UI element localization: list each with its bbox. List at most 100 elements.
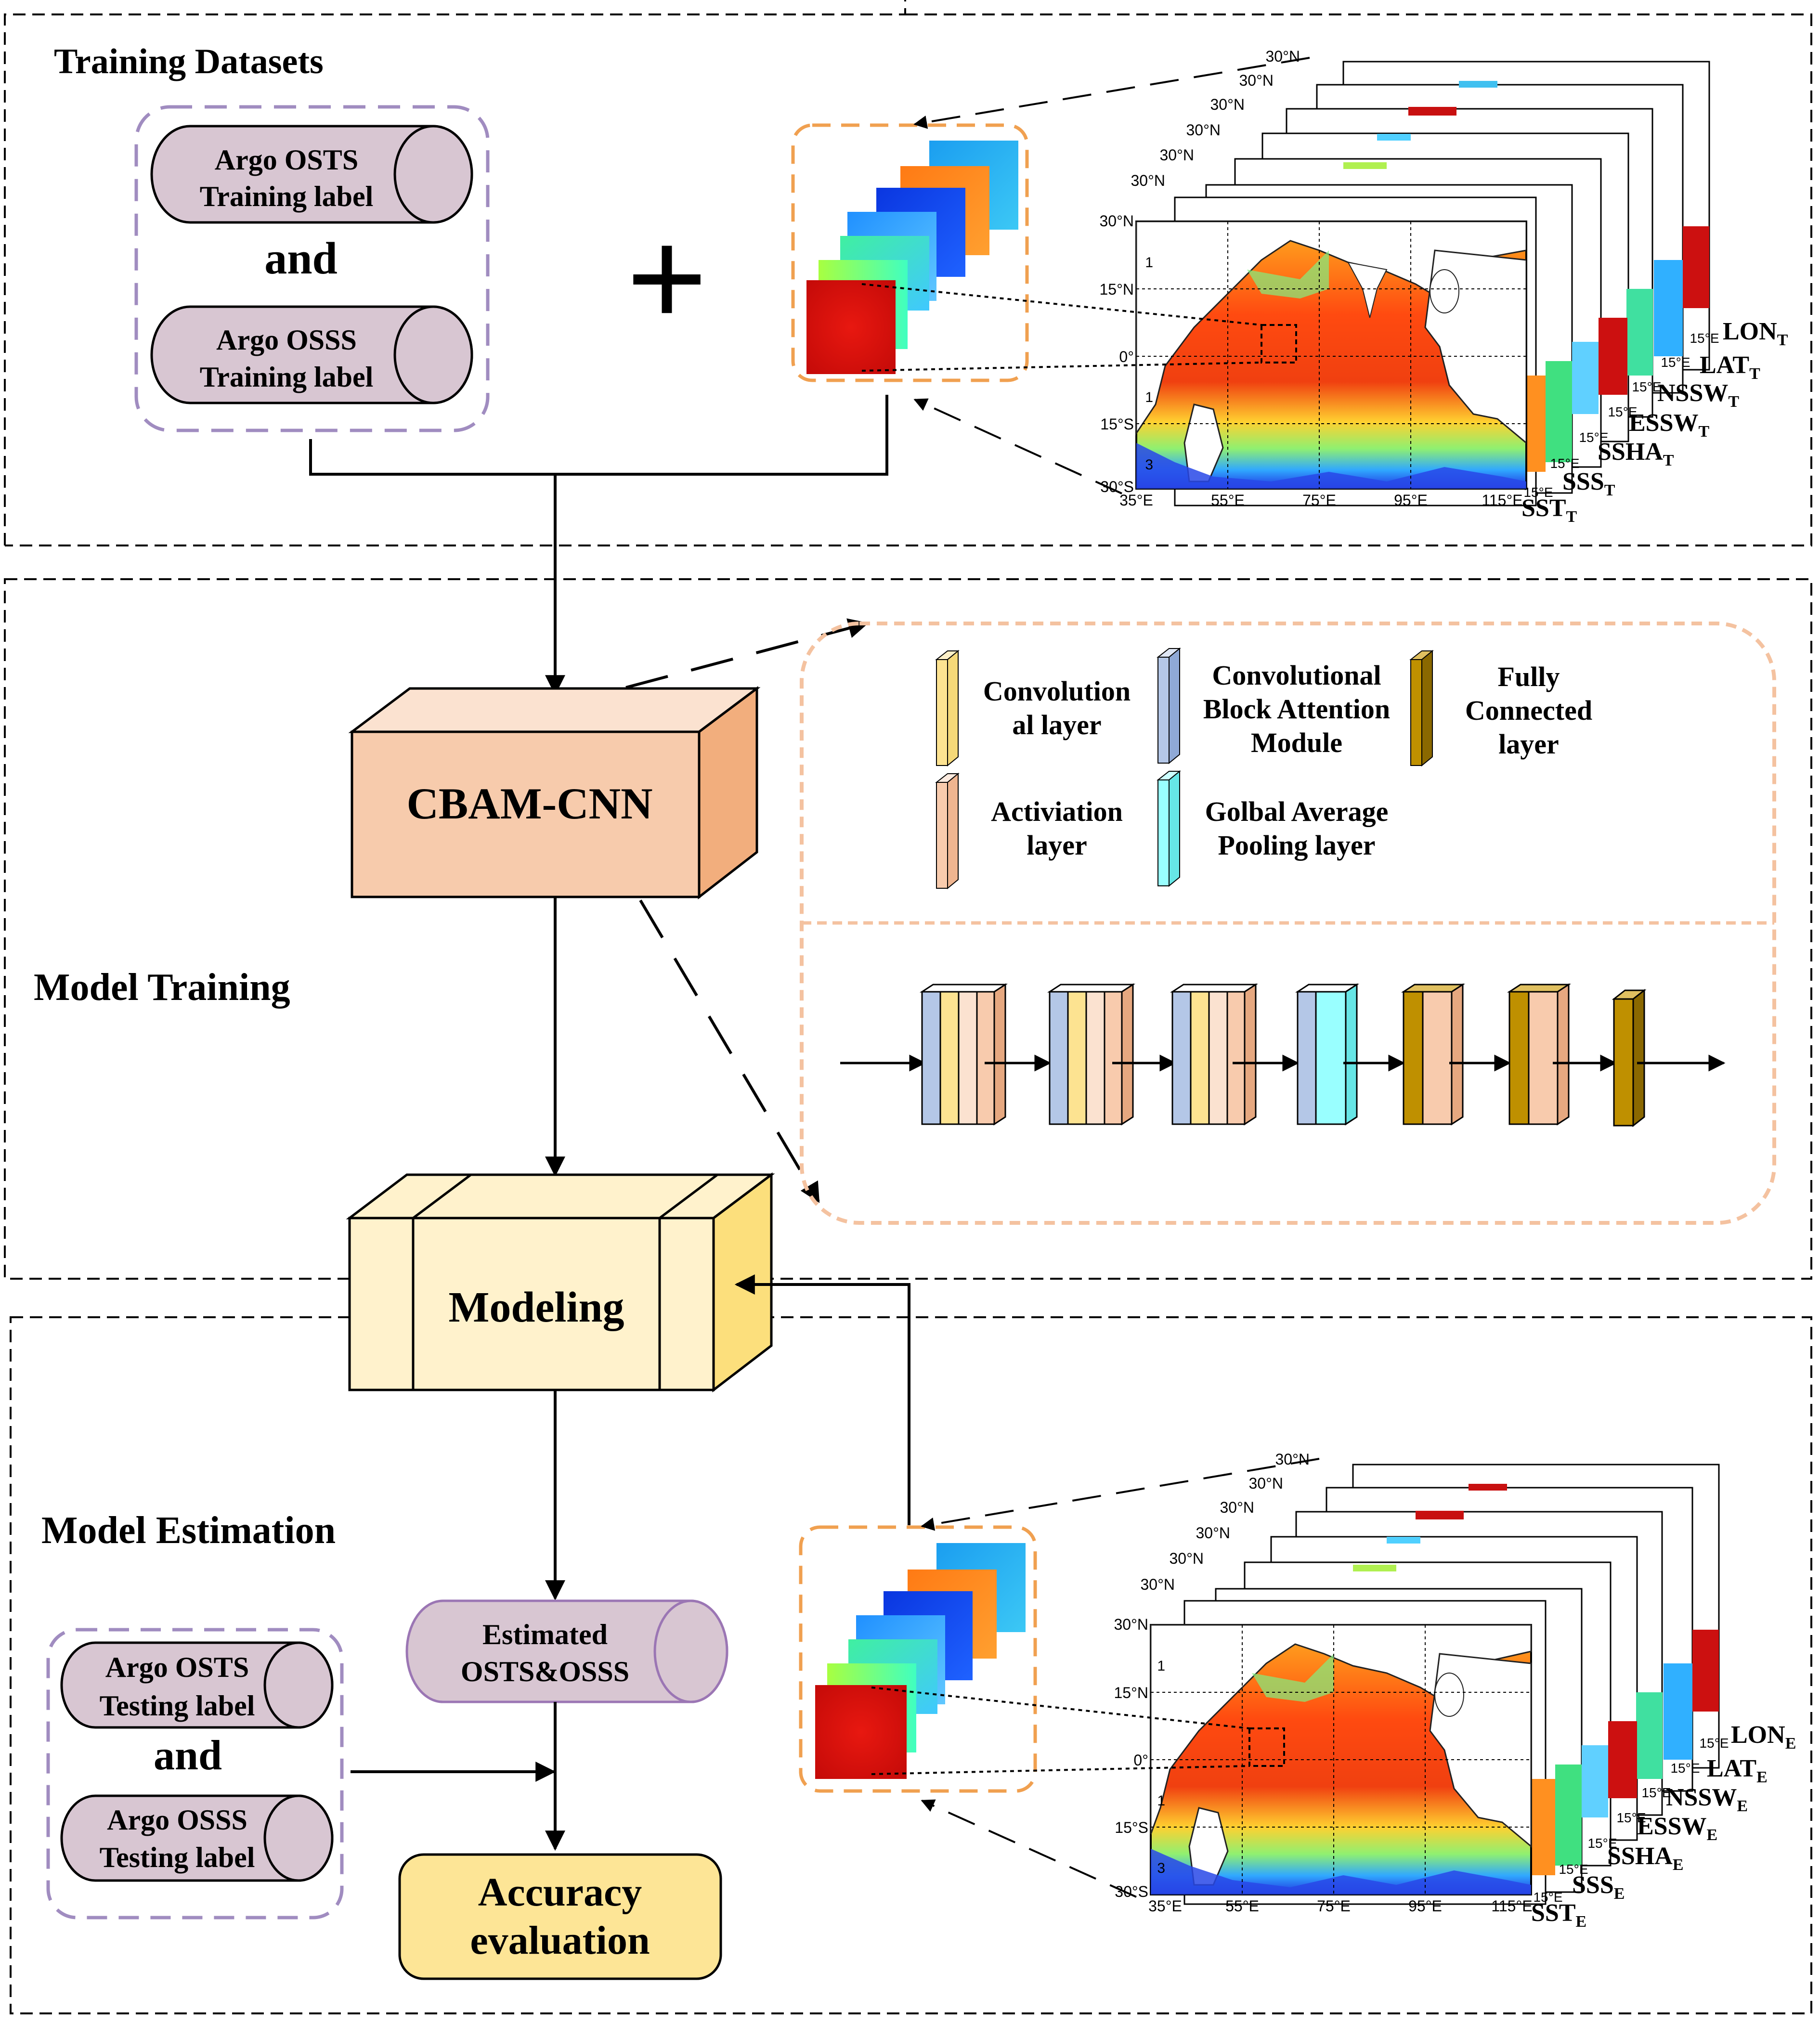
- cylinder-label-line1: Argo OSTS: [105, 1651, 249, 1683]
- estimation-map-stack: [1150, 1464, 1720, 1905]
- cylinder-label-line2: Training label: [200, 181, 374, 212]
- svg-text:30°N: 30°N: [1114, 1616, 1149, 1633]
- svg-text:1: 1: [1157, 1658, 1165, 1674]
- svg-text:95°E: 95°E: [1394, 492, 1428, 509]
- section-title-model-estimation: Model Estimation: [41, 1509, 336, 1552]
- section-model-training-frame: [4, 578, 1812, 1280]
- svg-text:75°E: 75°E: [1302, 492, 1336, 509]
- section-title-training-datasets: Training Datasets: [54, 42, 324, 81]
- svg-text:15°E: 15°E: [1579, 430, 1608, 445]
- section-title-model-training: Model Training: [34, 966, 290, 1009]
- svg-text:35°E: 35°E: [1119, 492, 1153, 509]
- svg-text:15°E: 15°E: [1699, 1736, 1729, 1751]
- legend-cbam-block: [1157, 647, 1181, 765]
- svg-text:30°N: 30°N: [1210, 96, 1245, 113]
- pipeline-block-7-output: [1612, 988, 1647, 1128]
- estimation-variable-labels: LONE LATE NSSWE ESSWE SSHAE SSSE SSTE: [1531, 1721, 1796, 1931]
- label-sst-t: SSTT: [1521, 494, 1577, 526]
- argo-osts-testing-label-cylinder: Argo OSTS Testing label: [60, 1641, 334, 1729]
- legend-cbam-line3: Module: [1251, 727, 1342, 758]
- svg-text:115°E: 115°E: [1491, 1897, 1532, 1915]
- cbam-to-panel-arrows: [625, 618, 869, 1203]
- svg-text:3: 3: [1157, 1860, 1165, 1876]
- estimated-line1: Estimated: [482, 1619, 608, 1650]
- svg-text:15°E: 15°E: [1550, 456, 1579, 471]
- svg-text:55°E: 55°E: [1225, 1897, 1259, 1915]
- svg-text:15°E: 15°E: [1587, 1836, 1617, 1851]
- svg-text:30°N: 30°N: [1249, 1475, 1284, 1492]
- svg-text:1: 1: [1145, 255, 1153, 271]
- section-model-estimation-frame: [10, 1316, 1812, 2014]
- svg-text:30°S: 30°S: [1115, 1883, 1148, 1900]
- legend-cbam-line1: Convolutional: [1212, 660, 1381, 691]
- svg-text:0°: 0°: [1119, 348, 1134, 365]
- svg-text:15°E: 15°E: [1523, 485, 1553, 500]
- plus-sign: +: [626, 199, 708, 359]
- and-text: and: [154, 1732, 222, 1779]
- pipeline-block-2: [1047, 983, 1136, 1126]
- label-ssha-t: SSHAT: [1598, 438, 1674, 469]
- legend-fc-line1: Fully: [1498, 661, 1560, 692]
- legend-fc-line2: Connected: [1465, 695, 1592, 726]
- svg-text:95°E: 95°E: [1408, 1897, 1442, 1915]
- svg-text:15°E: 15°E: [1616, 1810, 1646, 1825]
- svg-text:15°E: 15°E: [1608, 404, 1637, 419]
- svg-text:15°E: 15°E: [1641, 1785, 1671, 1800]
- label-sss-t: SSST: [1562, 468, 1615, 499]
- label-lon-t: LONT: [1723, 318, 1788, 349]
- cylinder-label-line2: Testing label: [100, 1842, 255, 1873]
- svg-text:30°N: 30°N: [1160, 146, 1195, 164]
- label-nssw-t: NSSWT: [1657, 379, 1739, 411]
- legend-conv-line1: Convolution: [983, 675, 1131, 707]
- svg-text:15°E: 15°E: [1559, 1862, 1588, 1877]
- pipeline-block-3: [1170, 983, 1259, 1126]
- legend-fully-connected-block: [1409, 649, 1434, 767]
- accuracy-evaluation-box: Accuracy evaluation: [398, 1853, 722, 1980]
- pipeline-block-1: [919, 983, 1008, 1126]
- svg-text:30°N: 30°N: [1220, 1499, 1255, 1516]
- and-text: and: [264, 234, 338, 284]
- legend-fc-line3: layer: [1498, 728, 1559, 760]
- svg-text:30°N: 30°N: [1239, 72, 1274, 89]
- svg-text:30°N: 30°N: [1131, 172, 1166, 189]
- svg-text:0°: 0°: [1133, 1752, 1148, 1769]
- argo-osss-training-label-cylinder: Argo OSSS Training label: [150, 305, 473, 404]
- legend-activation-line2: layer: [1027, 830, 1087, 861]
- estimation-tile-map-connectors: [871, 1458, 1320, 1898]
- svg-text:15°E: 15°E: [1661, 355, 1690, 370]
- estimation-map-axis-labels: 30°N 30°N 30°N 30°N 30°N 30°N 30°N 1 15°…: [1114, 1451, 1729, 1915]
- training-flow-arrows: [309, 395, 888, 696]
- training-labels-group-frame: [134, 105, 490, 432]
- svg-text:75°E: 75°E: [1317, 1897, 1351, 1915]
- svg-text:15°E: 15°E: [1690, 331, 1719, 346]
- label-lat-e: LATE: [1707, 1755, 1768, 1786]
- legend-gap-line2: Pooling layer: [1218, 830, 1375, 861]
- pipeline-block-5-fc: [1401, 983, 1466, 1126]
- cbam-architecture-panel: [800, 622, 1776, 1225]
- training-map-axis-labels: 30°N 30°N 30°N 30°N 30°N 30°N 30°N 1 15°…: [1100, 48, 1719, 509]
- label-lon-e: LONE: [1731, 1721, 1796, 1752]
- svg-text:1: 1: [1157, 1793, 1165, 1809]
- label-lat-t: LATT: [1700, 351, 1760, 383]
- svg-text:30°N: 30°N: [1186, 121, 1221, 139]
- legend-activation-line1: Activiation: [991, 796, 1123, 827]
- svg-text:15°E: 15°E: [1670, 1761, 1700, 1776]
- svg-text:15°S: 15°S: [1115, 1819, 1148, 1836]
- argo-osss-testing-label-cylinder: Argo OSSS Testing label: [60, 1794, 334, 1882]
- network-pipeline: [840, 983, 1726, 1128]
- estimated-osts-osss-cylinder: Estimated OSTS&OSSS: [405, 1599, 728, 1703]
- legend-conv-line2: al layer: [1012, 709, 1101, 740]
- modeling-label: Modeling: [448, 1284, 624, 1331]
- testing-labels-group-frame: [46, 1628, 344, 1920]
- label-essw-t: ESSWT: [1629, 409, 1710, 441]
- svg-text:30°N: 30°N: [1275, 1451, 1310, 1468]
- svg-text:30°N: 30°N: [1100, 212, 1134, 230]
- training-variable-labels: LONT LATT NSSWT ESSWT SSHAT SSST SSTT: [1521, 318, 1788, 526]
- svg-text:1: 1: [1145, 389, 1153, 405]
- training-map-stack: [1135, 61, 1710, 506]
- svg-text:15°E: 15°E: [1533, 1890, 1562, 1905]
- svg-text:30°N: 30°N: [1141, 1576, 1175, 1593]
- svg-text:30°N: 30°N: [1196, 1524, 1231, 1542]
- svg-text:30°N: 30°N: [1170, 1550, 1204, 1567]
